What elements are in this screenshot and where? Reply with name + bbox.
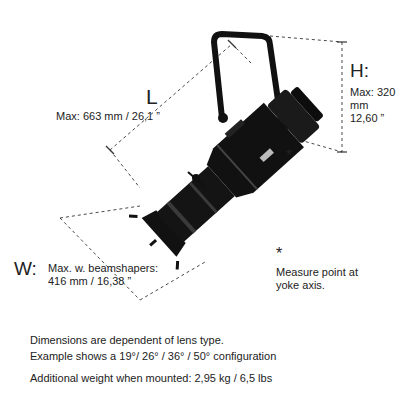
yoke-knob (278, 125, 288, 135)
asterisk-mark: * (286, 146, 300, 165)
dimension-letter: H: (350, 60, 390, 83)
yoke-knob (218, 113, 228, 123)
dimension-value: Max: 320 mm 12,60 ” (350, 86, 396, 126)
asterisk-mark: * (276, 244, 290, 263)
height-dimension-line (342, 42, 343, 152)
note-text: Dimensions are dependent of lens type. (30, 334, 390, 347)
note-text: Example shows a 19°/ 26° / 36° / 50° con… (30, 350, 390, 363)
note-text: Measure point at yoke axis. (276, 266, 372, 292)
dimension-letter: L (146, 84, 176, 109)
dimension-value: Max. w. beamshapers: 416 mm / 16,38 ” (48, 262, 176, 288)
note-text: Additional weight when mounted: 2,95 kg … (30, 372, 390, 385)
fixture-body (126, 74, 335, 272)
width-dimension-line (60, 218, 140, 300)
dimension-letter: W: (14, 258, 44, 281)
dimension-value: Max: 663 mm / 26,1 ” (56, 110, 216, 123)
dimension-lines (60, 36, 342, 300)
